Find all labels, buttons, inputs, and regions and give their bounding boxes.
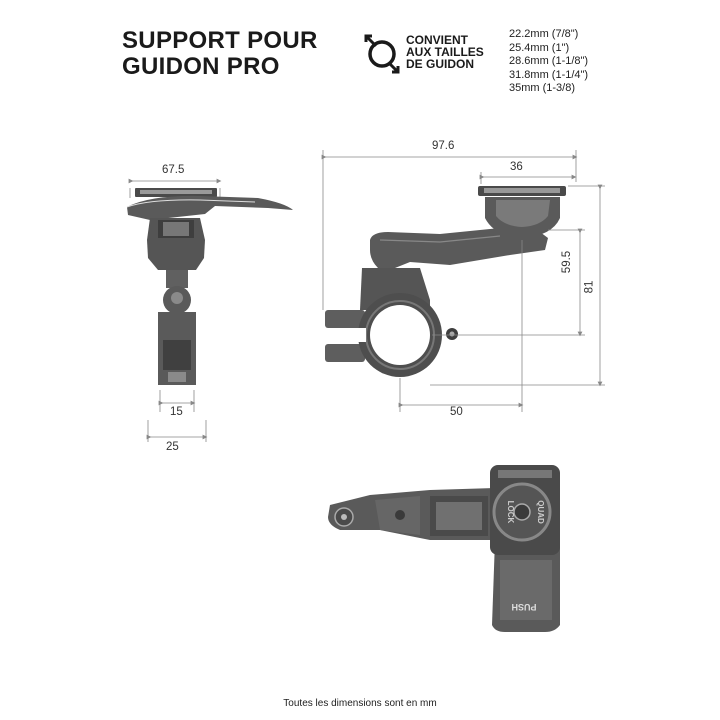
- title-line-2: GUIDON PRO: [122, 53, 280, 80]
- title-line-1: SUPPORT POUR: [122, 27, 318, 54]
- dim-side-height-b: 81: [583, 280, 596, 294]
- dim-side-head: 36: [510, 161, 523, 173]
- size-item: 25.4mm (1"): [509, 41, 570, 54]
- fit-label-line-2: AUX TAILLES: [406, 45, 484, 59]
- dim-front-base: 25: [166, 441, 179, 453]
- size-item: 35mm (1-3/8): [509, 82, 576, 94]
- footer-note: Toutes les dimensions sont en mm: [283, 698, 437, 709]
- brand-label: QUAD: [536, 500, 545, 524]
- front-view: [126, 178, 293, 442]
- top-view: LOCK QUAD PUSH: [328, 465, 560, 632]
- page-title: SUPPORT POUR GUIDON PRO: [122, 28, 318, 80]
- push-label: PUSH: [511, 602, 536, 612]
- dim-side-length: 97.6: [432, 140, 455, 152]
- side-view: [320, 150, 605, 412]
- dim-side-clamp: 50: [450, 406, 463, 418]
- fit-label-line-1: CONVIENT: [406, 33, 469, 47]
- lock-label: LOCK: [506, 501, 515, 524]
- size-item: 22.2mm (7/8"): [509, 28, 579, 40]
- dim-side-height-a: 59.5: [561, 250, 574, 274]
- fit-label: CONVIENT AUX TAILLES DE GUIDON: [406, 34, 484, 70]
- handlebar-sizes-list: 22.2mm (7/8") 25.4mm (1") 28.6mm (1-1/8"…: [509, 28, 588, 96]
- fit-label-line-3: DE GUIDON: [406, 57, 475, 71]
- dim-front-width: 67.5: [162, 164, 185, 176]
- dim-front-stem: 15: [170, 406, 183, 418]
- size-item: 28.6mm (1-1/8"): [509, 55, 589, 67]
- size-item: 31.8mm (1-1/4"): [509, 68, 589, 81]
- handlebar-fit-icon: [364, 34, 400, 74]
